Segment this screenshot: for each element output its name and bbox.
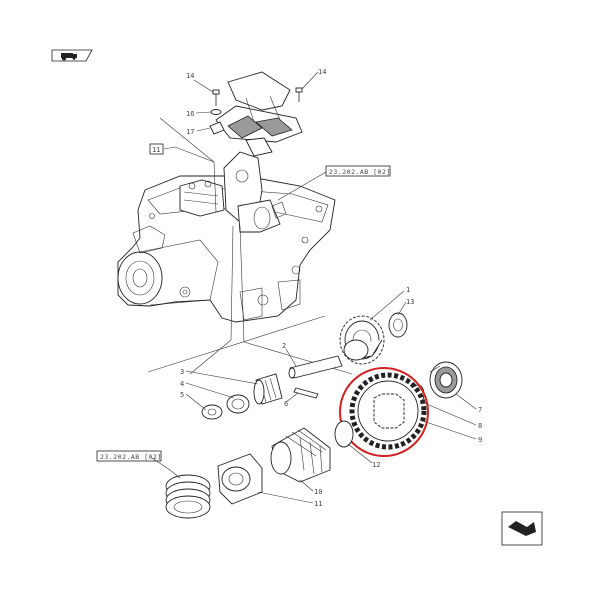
callout-5: 5 — [180, 391, 184, 399]
callout-16: 16 — [186, 110, 194, 118]
needle-bearing-3 — [253, 373, 283, 405]
callout-8: 8 — [478, 422, 482, 430]
guide-lines — [147, 225, 353, 375]
callout-10: 10 — [314, 488, 322, 496]
ref-box-top[interactable]: 23.202.AB [02] — [325, 165, 391, 177]
gear-9[interactable] — [349, 372, 427, 450]
callout-14-left: 14 — [186, 72, 194, 80]
clip-17 — [209, 121, 225, 135]
collar-11 — [217, 453, 263, 505]
callout-13: 13 — [406, 298, 414, 306]
callout-17: 17 — [186, 128, 194, 136]
callout-4: 4 — [180, 380, 184, 388]
svg-text:23.202.AB [02]: 23.202.AB [02] — [100, 453, 162, 461]
shim-13 — [388, 312, 408, 338]
callout-11: 11 — [314, 500, 322, 508]
transmission-housing — [117, 151, 336, 323]
highlight-circle — [339, 367, 429, 457]
ref-box-left[interactable]: 23.202.AB [02] — [96, 450, 162, 462]
spacer-4 — [226, 394, 250, 414]
top-bracket — [215, 71, 303, 157]
washer-5 — [201, 404, 223, 420]
top-leader-lines — [159, 71, 327, 213]
svg-text:23.202.AB [02]: 23.202.AB [02] — [329, 168, 391, 176]
callout-1: 1 — [406, 286, 410, 294]
lower-leader-lines — [151, 290, 477, 504]
tractor-icon — [51, 49, 93, 62]
callout-9: 9 — [478, 436, 482, 444]
splined-hub-10 — [270, 427, 331, 483]
pin-6 — [293, 387, 319, 399]
callout-14-right: 14 — [318, 68, 326, 76]
shaft-2 — [288, 355, 343, 379]
ref-box-11: 11 — [149, 143, 164, 155]
svg-text:11: 11 — [152, 146, 160, 154]
circlip-12 — [334, 420, 354, 448]
callout-labels: 14 14 16 17 1 13 2 3 4 5 6 7 8 9 12 10 1… — [180, 68, 482, 508]
spring-pack — [165, 474, 211, 519]
navigation-arrow-icon[interactable] — [501, 511, 543, 546]
gear-1 — [339, 315, 385, 365]
callout-12: 12 — [372, 461, 380, 469]
callout-2: 2 — [282, 342, 286, 350]
callout-7: 7 — [478, 406, 482, 414]
callout-3: 3 — [180, 368, 184, 376]
screw-14-left — [212, 89, 220, 106]
bearing-7 — [429, 361, 463, 399]
callout-6: 6 — [284, 400, 288, 408]
screw-14-right — [295, 87, 303, 102]
washer-16 — [210, 109, 222, 115]
